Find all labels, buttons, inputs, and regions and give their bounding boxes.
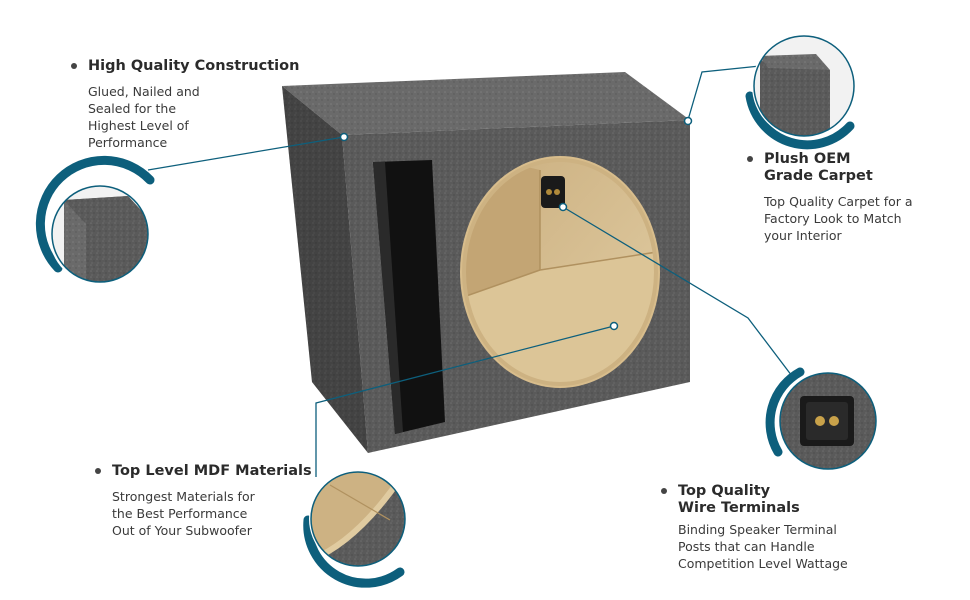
zoom-circle-icon-carpet [745, 34, 856, 150]
callout-desc-construction: Glued, Nailed and Sealed for the Highest… [88, 84, 200, 150]
callout-carpet: Plush OEM Grade Carpet Top Quality Carpe… [747, 151, 913, 244]
callout-desc-mdf: Strongest Materials for the Best Perform… [112, 489, 255, 538]
connector-construction [147, 136, 345, 171]
callout-title-terminals: Top Quality Wire Terminals [661, 483, 848, 517]
anchor-dot-construction [339, 132, 349, 142]
bullet-dot-icon [95, 468, 101, 474]
anchor-dot-terminals [558, 202, 568, 212]
connector-mdf [315, 325, 615, 477]
connector-carpet [687, 65, 761, 121]
bullet-dot-icon [661, 488, 667, 494]
callout-terminals: Top Quality Wire Terminals Binding Speak… [661, 483, 848, 572]
callout-connectors [147, 65, 796, 477]
zoom-circle-icon-construction [35, 155, 155, 285]
bullet-dot-icon [71, 63, 77, 69]
zoom-circle-icon-mdf [303, 470, 407, 588]
box-left-side [282, 86, 368, 453]
callout-mdf: Top Level MDF Materials Strongest Materi… [95, 463, 312, 539]
callout-title-construction: High Quality Construction [71, 58, 299, 75]
anchor-dot-carpet [683, 116, 693, 126]
zoom-circle-icon-terminals [765, 367, 878, 471]
bullet-dot-icon [747, 156, 753, 162]
callout-construction: High Quality Construction Glued, Nailed … [71, 58, 299, 151]
callout-desc-terminals: Binding Speaker Terminal Posts that can … [678, 522, 848, 571]
box-top-face [282, 72, 690, 135]
connector-dots [339, 116, 693, 331]
callout-title-carpet: Plush OEM Grade Carpet [747, 151, 913, 185]
callout-title-mdf: Top Level MDF Materials [95, 463, 312, 480]
connector-terminals [562, 206, 796, 381]
subwoofer-box [282, 72, 690, 453]
mdf-interior [464, 160, 656, 384]
callout-desc-carpet: Top Quality Carpet for a Factory Look to… [764, 194, 913, 243]
anchor-dot-mdf [609, 321, 619, 331]
